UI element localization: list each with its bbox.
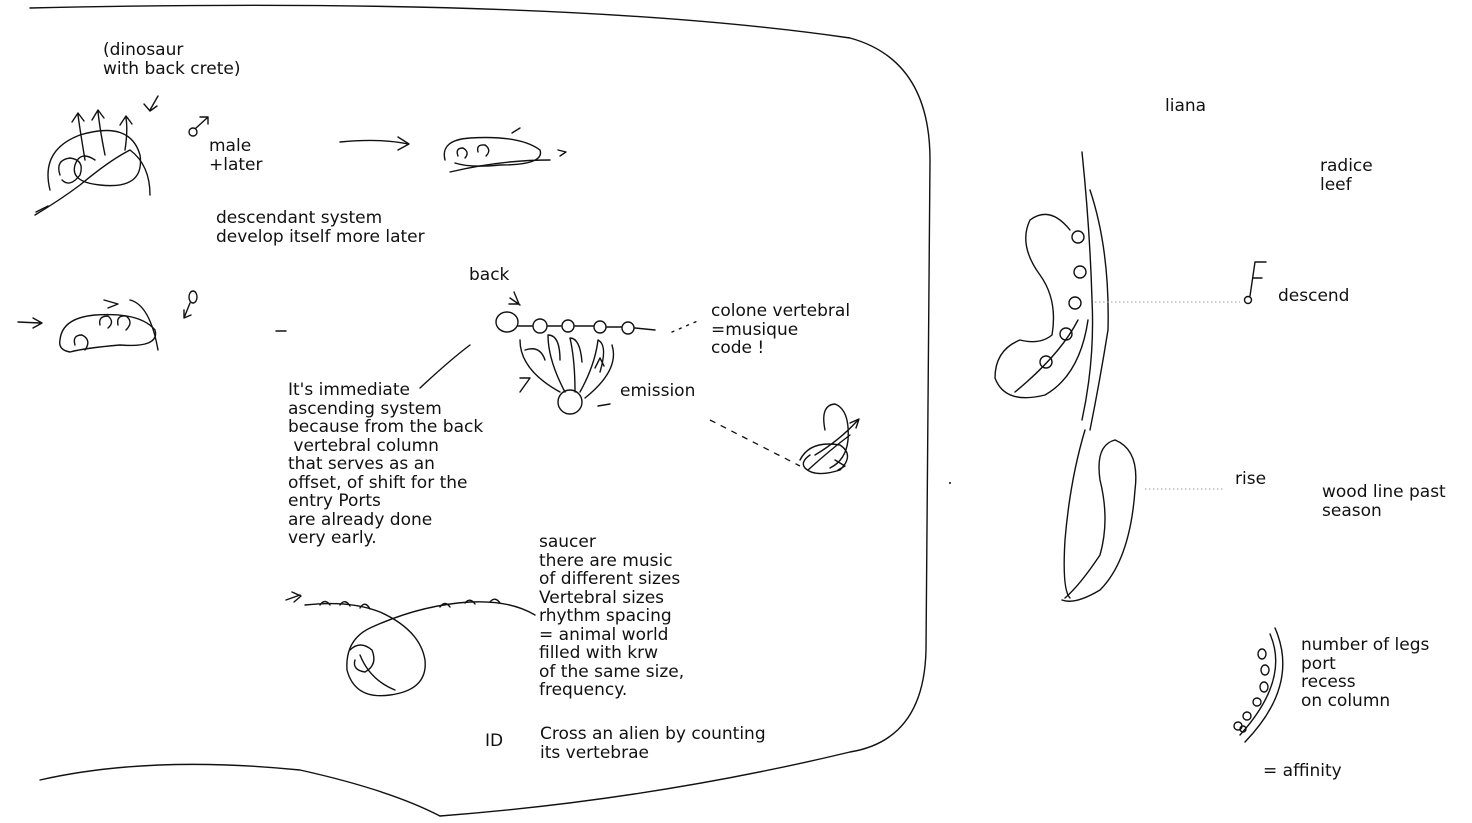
note-affinity: = affinity xyxy=(1263,762,1342,781)
creature-small xyxy=(444,128,566,172)
note-liana: liana xyxy=(1165,97,1206,116)
note-rise: rise xyxy=(1235,470,1266,489)
note-ascending: It's immediate ascending system because … xyxy=(288,381,483,548)
note-radice: radice leef xyxy=(1320,157,1373,194)
note-emission: emission xyxy=(620,382,695,401)
note-saucer: saucer there are music of different size… xyxy=(539,533,684,700)
dinosaur-scribble xyxy=(35,96,158,215)
saucer-creature xyxy=(286,592,535,696)
stray-dot xyxy=(949,482,951,484)
tangled-creature xyxy=(800,404,859,474)
note-dinosaur: (dinosaur with back crete) xyxy=(103,41,240,78)
enclosure-bottom-curve xyxy=(40,764,440,816)
descend-symbol xyxy=(1245,262,1267,304)
note-descend: descend xyxy=(1278,287,1349,306)
note-legs: number of legs port recess on column xyxy=(1301,636,1429,710)
note-cross: Cross an alien by counting its vertebrae xyxy=(540,725,766,762)
liana-diagram xyxy=(995,152,1136,601)
note-id: ID xyxy=(485,732,503,751)
symbol-small-circle xyxy=(184,291,197,318)
creature-row2 xyxy=(18,300,158,352)
legs-diagram xyxy=(1234,628,1283,742)
note-male: male +later xyxy=(209,137,263,174)
note-colone: colone vertebral =musique code ! xyxy=(711,302,850,358)
male-symbol xyxy=(189,117,208,136)
dashed-connector xyxy=(710,420,800,466)
note-descendant: descendant system develop itself more la… xyxy=(216,209,425,246)
arrow-right xyxy=(340,137,409,150)
note-wood: wood line past season xyxy=(1322,483,1446,520)
note-back: back xyxy=(469,266,509,285)
